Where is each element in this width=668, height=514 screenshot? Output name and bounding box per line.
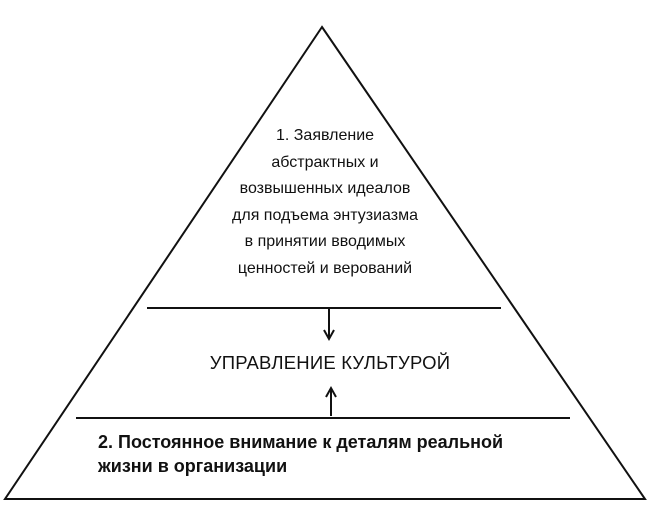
top-text-line: для подъема энтузиазма (232, 206, 418, 224)
bottom-text-line: жизни в организации (98, 456, 288, 476)
down-arrow-icon (323, 309, 335, 342)
top-text-line: абстрактных и (271, 153, 379, 171)
bottom-text-line: 2. Постоянное внимание к деталям реально… (98, 432, 504, 452)
top-text-line: в принятии вводимых (244, 233, 406, 250)
top-text-line: 1. Заявление (275, 127, 375, 144)
pyramid-outline (3, 25, 647, 500)
pyramid-top-text: 1. Заявление абстрактных и возвышенных и… (180, 123, 470, 282)
up-arrow-icon (325, 385, 337, 416)
pyramid-middle-text: УПРАВЛЕНИЕ КУЛЬТУРОЙ (209, 352, 451, 373)
top-text-line: возвышенных идеалов (239, 180, 411, 197)
pyramid-bottom-text: 2. Постоянное внимание к деталям реально… (98, 430, 568, 478)
top-text-line: ценностей и верований (237, 259, 413, 277)
